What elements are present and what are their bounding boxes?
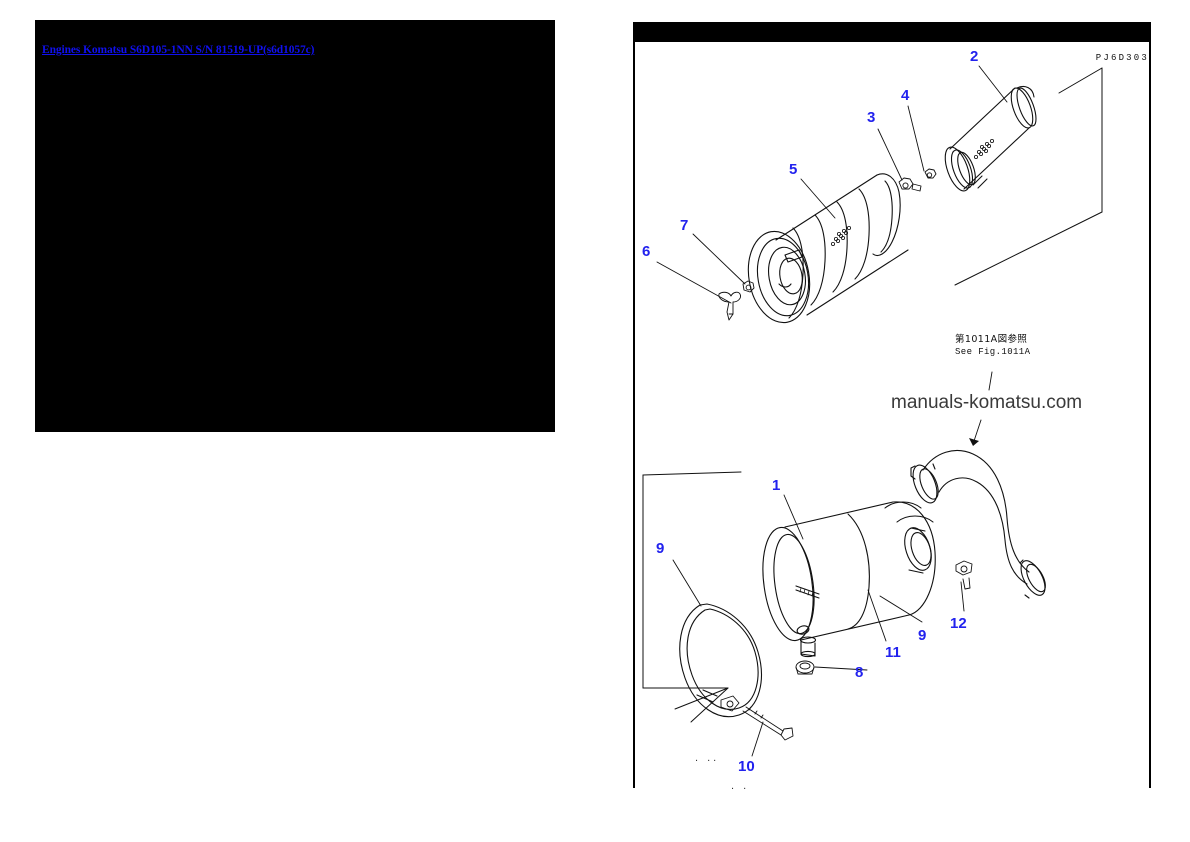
figure-code: PJ6D303 <box>1095 53 1149 63</box>
stray-dots-upper: . .. <box>695 752 720 764</box>
callout-number-3: 3 <box>867 109 876 126</box>
callout-number-5: 5 <box>789 161 798 178</box>
panel-top-black-bar <box>633 22 1151 42</box>
left-black-panel: Engines Komatsu S6D105-1NN S/N 81519-UP(… <box>35 20 555 432</box>
callout-number-6: 6 <box>642 243 651 260</box>
callout-number-4: 4 <box>901 87 910 104</box>
callout-number-12: 12 <box>950 615 967 632</box>
exploded-view-drawing <box>642 65 1103 757</box>
see-figure-note-japanese: 第1011A図参照 <box>955 334 1028 345</box>
panel-left-border-rule <box>633 42 635 788</box>
parts-diagram-panel: PJ6D303 第1011A図参照 See Fig.1011A manuals-… <box>633 22 1151 792</box>
document-title-link[interactable]: Engines Komatsu S6D105-1NN S/N 81519-UP(… <box>42 44 315 56</box>
panel-right-border-rule <box>1149 22 1151 788</box>
stray-dots-lower: . . <box>731 780 750 792</box>
callout-number-7: 7 <box>680 217 689 234</box>
callout-number-8: 8 <box>855 664 864 681</box>
watermark-text: manuals-komatsu.com <box>891 392 1083 413</box>
callout-number-11: 11 <box>885 644 901 661</box>
callout-number-1: 1 <box>772 477 781 494</box>
see-figure-note-english: See Fig.1011A <box>955 347 1031 357</box>
see-figure-note: 第1011A図参照 See Fig.1011A <box>955 334 1030 358</box>
callout-number-10: 10 <box>738 758 755 775</box>
callout-number-9: 9 <box>656 540 665 557</box>
callout-number-2: 2 <box>970 48 979 65</box>
callout-number-9: 9 <box>918 627 927 644</box>
